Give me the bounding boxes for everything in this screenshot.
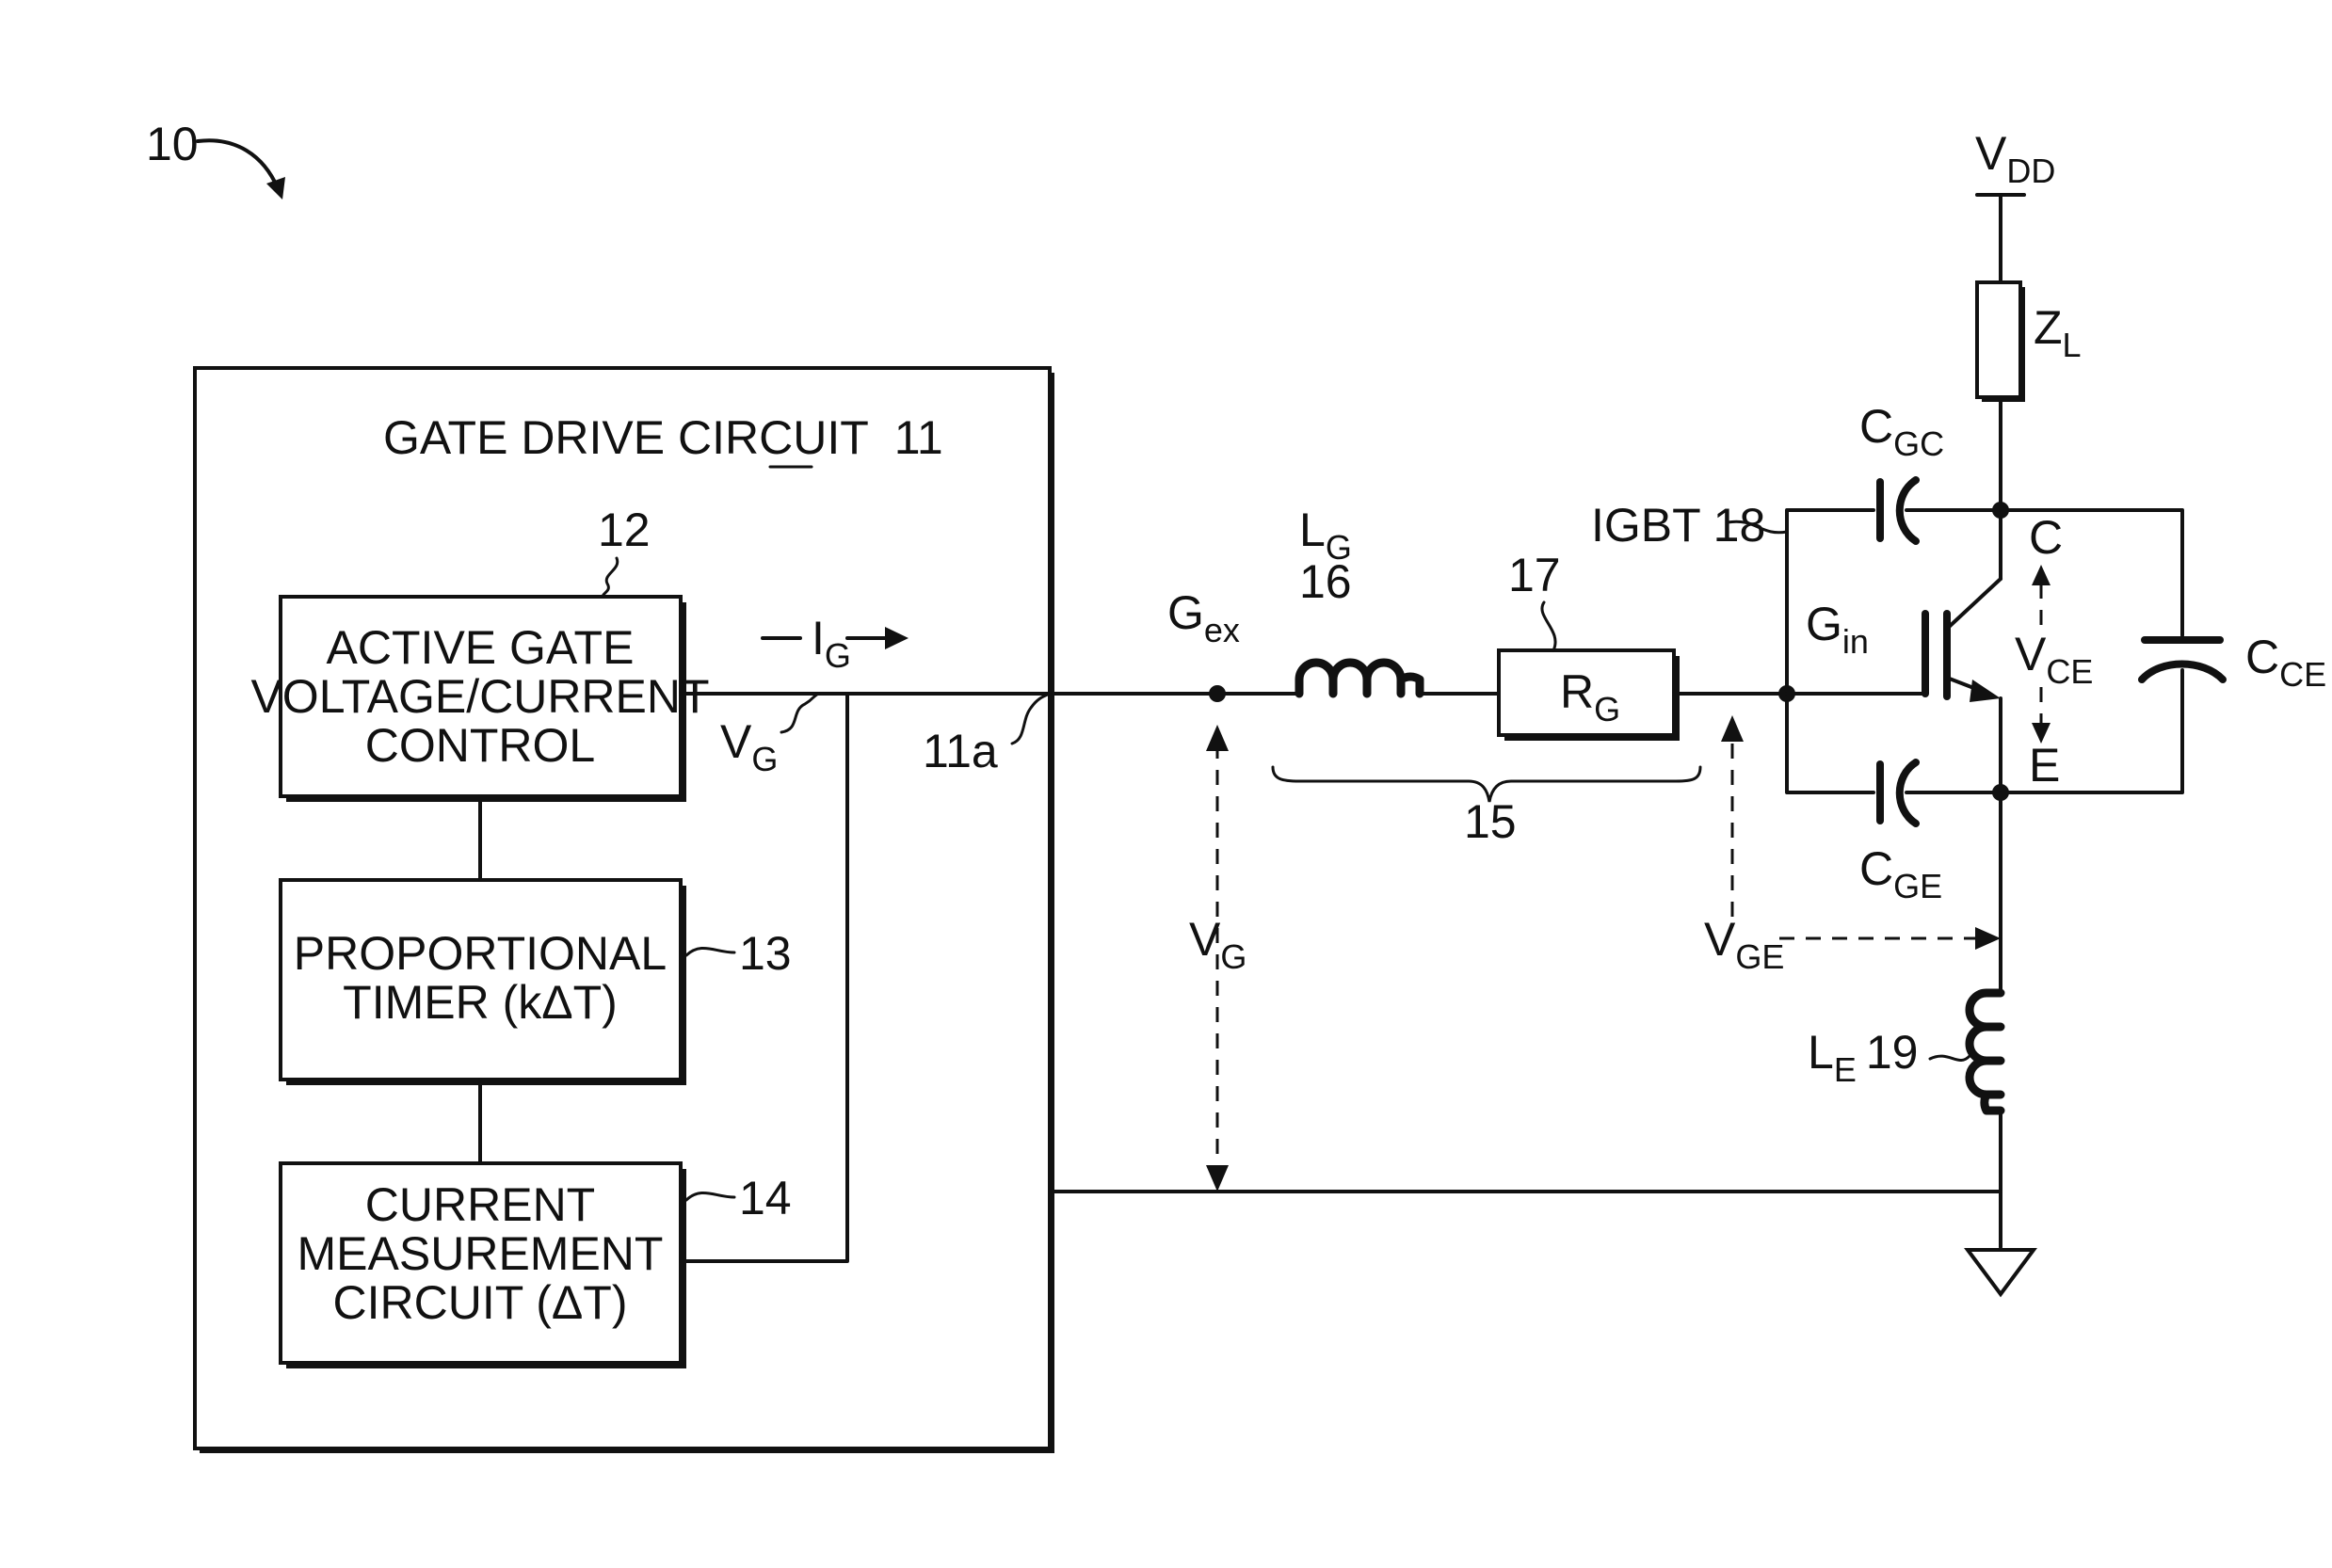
vg-outer-arrow-bottom <box>1206 1165 1229 1192</box>
vg-outer-arrow-top <box>1206 725 1229 751</box>
igbt-emitter-arrow <box>1970 680 2001 702</box>
cgc-label: CGC <box>1859 400 1944 463</box>
cge-label: CGE <box>1859 842 1942 905</box>
zl-label: ZL <box>2034 301 2082 364</box>
inductor-lg <box>1299 663 1420 694</box>
brace-ref: 15 <box>1464 795 1517 848</box>
output-ref: 11a <box>923 725 998 777</box>
active-gate-line-1: ACTIVE GATE <box>327 621 635 674</box>
gex-label: Gex <box>1167 586 1240 649</box>
zl-impedance <box>1977 282 2020 397</box>
figure-ref-arrowhead <box>266 177 285 200</box>
gex-node <box>1209 685 1226 702</box>
cge-left-wire <box>1787 694 1874 792</box>
active-gate-line-2: VOLTAGE/CURRENT <box>250 670 709 723</box>
igbt-label: IGBT 18 <box>1591 499 1765 552</box>
igbt-collector-leg <box>1947 579 2001 629</box>
current-meas-line-1: CURRENT <box>365 1178 595 1231</box>
le-leader <box>1930 1056 1970 1061</box>
emitter-label: E <box>2029 739 2060 792</box>
vge-arrow-top <box>1721 715 1744 742</box>
vce-arrow-top <box>2032 565 2051 585</box>
current-meas-line-3: CIRCUIT (ΔT) <box>333 1276 628 1329</box>
vdd-label: VDD <box>1975 127 2055 190</box>
cce-label: CCE <box>2245 631 2326 694</box>
active-gate-ref: 12 <box>598 504 651 556</box>
lg-ref: 16 <box>1299 555 1352 608</box>
gin-label: Gin <box>1806 598 1869 661</box>
active-gate-line-3: CONTROL <box>365 719 595 772</box>
vge-arrow-right <box>1975 927 2001 950</box>
gate-drive-title: GATE DRIVE CIRCUIT 11 <box>383 411 943 464</box>
figure-ref-arrow <box>198 140 278 188</box>
ground-symbol <box>1968 1250 2034 1294</box>
current-meas-ref: 14 <box>739 1172 792 1224</box>
figure-ref: 10 <box>146 118 199 170</box>
inductor-le <box>1970 993 2001 1111</box>
rg-ref: 17 <box>1508 549 1561 601</box>
cce-top-wire <box>2001 510 2182 635</box>
vge-label: VGE <box>1704 913 1784 976</box>
timer-line-2: TIMER (kΔT) <box>343 976 618 1029</box>
vce-label: VCE <box>2015 628 2093 691</box>
le-label: LE19 <box>1808 1026 1918 1089</box>
timer-ref: 13 <box>739 927 792 980</box>
timer-line-1: PROPORTIONAL <box>294 927 667 980</box>
rg-ref-leader <box>1542 602 1555 650</box>
current-meas-line-2: MEASUREMENT <box>298 1227 664 1280</box>
collector-label: C <box>2029 511 2063 564</box>
